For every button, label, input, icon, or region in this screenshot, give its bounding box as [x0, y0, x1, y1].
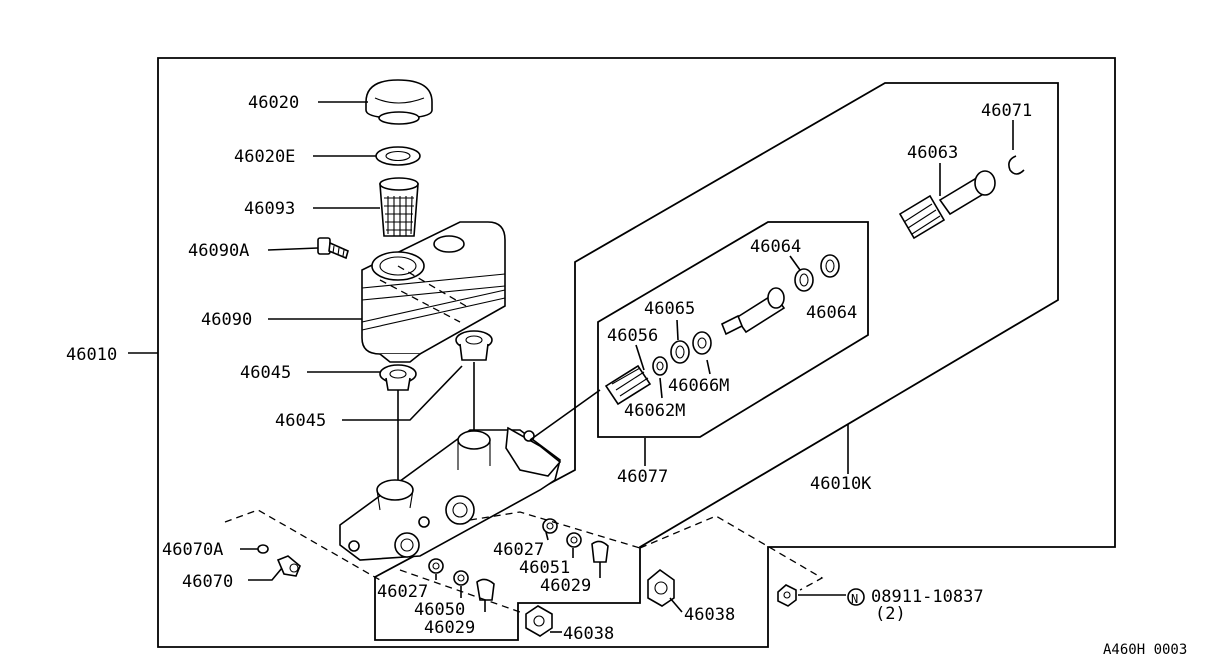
- label-46056: 46056: [607, 326, 658, 346]
- dashed-lines: [224, 265, 824, 613]
- label-46090: 46090: [201, 310, 252, 330]
- label-46045-a: 46045: [240, 363, 291, 383]
- reservoir-cap-46020[interactable]: [365, 79, 433, 125]
- strainer-46093[interactable]: [379, 177, 419, 237]
- label-46065: 46065: [644, 299, 695, 319]
- stop-ring-46071[interactable]: [1008, 155, 1025, 175]
- diagram-id: A460H 0003: [1103, 642, 1187, 658]
- label-nut-quantity: (2): [875, 604, 906, 624]
- n-symbol-icon: N: [847, 588, 865, 606]
- screw-46090a[interactable]: [317, 237, 349, 260]
- label-46062m: 46062M: [624, 401, 685, 421]
- plug-46029-upper[interactable]: [591, 540, 609, 563]
- nut-46038-right[interactable]: [647, 568, 675, 607]
- label-nut-part-number: 08911-10837: [871, 587, 984, 607]
- label-46038-a: 46038: [563, 624, 614, 644]
- label-46077: 46077: [617, 467, 668, 487]
- master-cylinder-body[interactable]: [339, 426, 562, 561]
- plug-46029-lower[interactable]: [476, 578, 495, 601]
- nut-08911-10837[interactable]: [777, 584, 797, 607]
- grommet-46045-large[interactable]: [455, 330, 493, 361]
- cap-seal-46020e[interactable]: [375, 146, 421, 166]
- kit-46010k-frame: [374, 82, 1059, 641]
- label-46071: 46071: [981, 101, 1032, 121]
- label-46051: 46051: [519, 558, 570, 578]
- cup-46064-lower[interactable]: [820, 254, 840, 278]
- label-46027-a: 46027: [493, 540, 544, 560]
- seal-46027-upper[interactable]: [542, 518, 558, 534]
- bleeder-screw-46070[interactable]: [276, 555, 301, 577]
- label-46090a: 46090A: [188, 241, 249, 261]
- label-46093: 46093: [244, 199, 295, 219]
- cup-46064-upper[interactable]: [794, 268, 814, 292]
- frames: [157, 57, 1116, 648]
- washer-46066m[interactable]: [692, 331, 712, 355]
- leader-lines: [128, 101, 1014, 633]
- washer-46050[interactable]: [453, 570, 469, 586]
- part-labels: 46010 46020 46020E 46093 46090A 46090 46…: [66, 93, 1187, 658]
- label-46045-b: 46045: [275, 411, 326, 431]
- spacer-46062m[interactable]: [652, 356, 668, 376]
- label-46064-a: 46064: [750, 237, 801, 257]
- label-46029-a: 46029: [540, 576, 591, 596]
- label-46066m: 46066M: [668, 376, 729, 396]
- label-46020e: 46020E: [234, 147, 295, 167]
- seal-46027-lower[interactable]: [428, 558, 444, 574]
- primary-piston-46063[interactable]: [898, 170, 996, 240]
- washer-46051[interactable]: [566, 532, 582, 548]
- label-46010k: 46010K: [810, 474, 872, 494]
- reservoir-46090[interactable]: [361, 221, 506, 363]
- label-46038-b: 46038: [684, 605, 735, 625]
- kit-46077-frame: [597, 221, 869, 438]
- label-46070: 46070: [182, 572, 233, 592]
- label-46010: 46010: [66, 345, 117, 365]
- label-46027-b: 46027: [377, 582, 428, 602]
- spring-46056[interactable]: [604, 364, 652, 406]
- label-46063: 46063: [907, 143, 958, 163]
- cup-46065[interactable]: [670, 340, 690, 364]
- secondary-piston[interactable]: [720, 287, 786, 336]
- nut-46038-lower[interactable]: [525, 605, 553, 637]
- label-46029-b: 46029: [424, 618, 475, 638]
- n-symbol-text: N: [851, 592, 858, 606]
- label-46050: 46050: [414, 600, 465, 620]
- label-46064-b: 46064: [806, 303, 857, 323]
- main-frame: [157, 57, 1116, 648]
- grommet-46045-small[interactable]: [379, 364, 417, 391]
- seal-46070a[interactable]: [257, 544, 269, 554]
- label-46020: 46020: [248, 93, 299, 113]
- label-46070a: 46070A: [162, 540, 223, 560]
